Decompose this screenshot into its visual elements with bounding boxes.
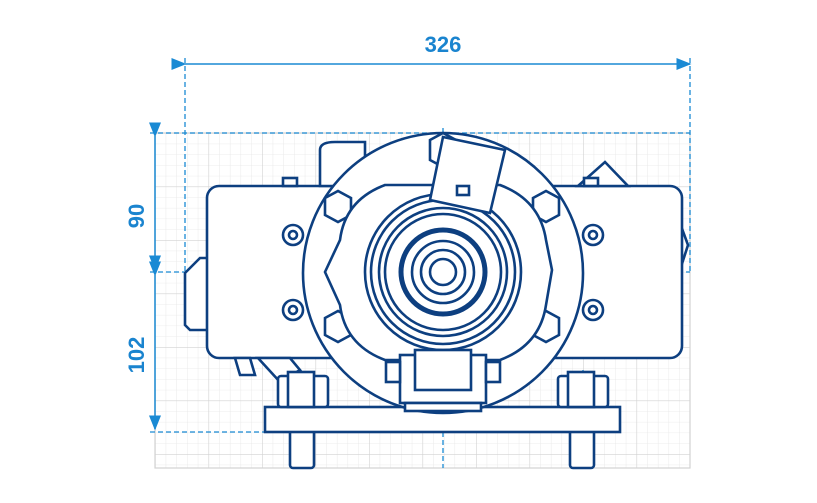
- top-bracket: [428, 135, 507, 215]
- left-foot-bolt: [288, 428, 316, 470]
- upper-height-label: 90: [124, 204, 149, 228]
- width-dimension-label: 326: [425, 32, 462, 57]
- right-foot-bolt: [568, 428, 596, 470]
- lower-height-label: 102: [124, 337, 149, 374]
- bottom-clamp: [384, 348, 502, 413]
- machine-drawing: [183, 131, 690, 470]
- housing-bolts: [281, 223, 605, 322]
